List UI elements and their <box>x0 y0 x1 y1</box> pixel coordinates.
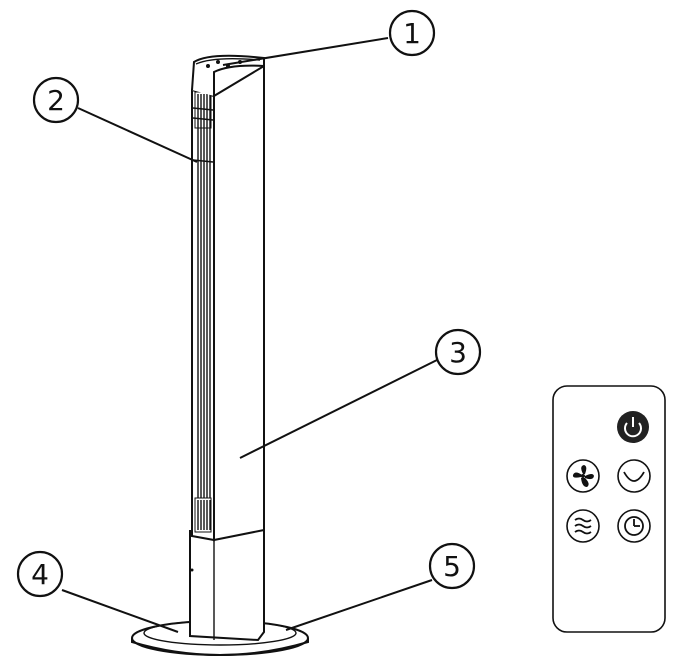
air-outlet-grille <box>192 91 214 533</box>
callout-1: 1 <box>388 9 436 57</box>
power-icon <box>624 417 642 438</box>
oscillate-icon <box>574 517 592 535</box>
timer-icon <box>624 516 644 536</box>
fan-icon <box>572 465 594 487</box>
remote-control <box>552 385 666 633</box>
callout-3-number: 3 <box>449 336 467 369</box>
callout-3: 3 <box>434 328 482 376</box>
callout-2-number: 2 <box>47 84 65 117</box>
callout-5: 5 <box>428 542 476 590</box>
callout-4-number: 4 <box>31 558 49 591</box>
fan-tower <box>189 54 265 642</box>
timer-button[interactable] <box>617 509 651 543</box>
leader-lines <box>61 37 438 633</box>
callout-2: 2 <box>32 76 80 124</box>
callout-1-number: 1 <box>403 17 421 50</box>
mode-button[interactable] <box>617 459 651 493</box>
callout-4: 4 <box>16 550 64 598</box>
fan-speed-button[interactable] <box>566 459 600 493</box>
oscillation-button[interactable] <box>566 509 600 543</box>
callout-5-number: 5 <box>443 550 461 583</box>
power-button[interactable] <box>617 411 649 443</box>
mode-icon <box>623 471 645 482</box>
